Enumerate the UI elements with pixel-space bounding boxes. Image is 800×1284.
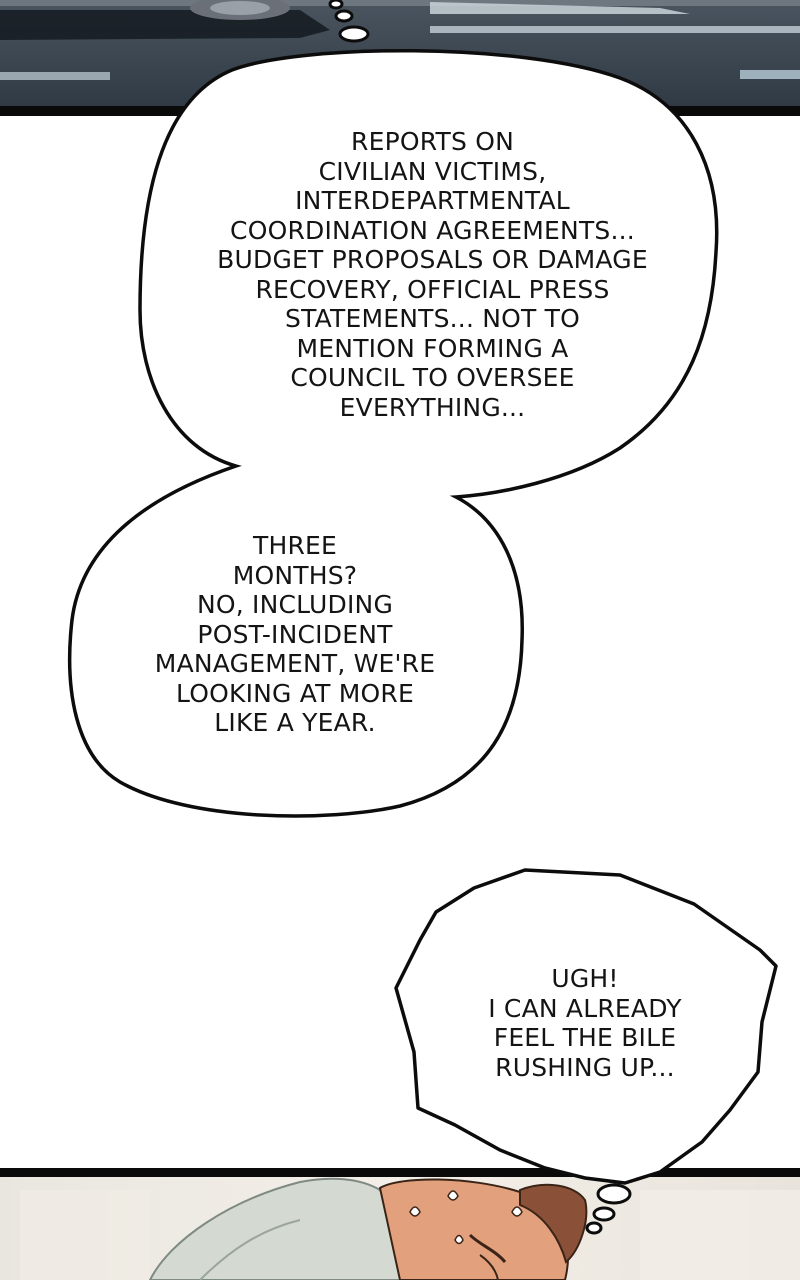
character-shirt [148,1177,422,1281]
thought-line: RUSHING UP... [495,1052,675,1082]
speech-line: REPORTS ON [351,127,514,156]
panel-border-bottom [0,1168,800,1177]
sweat-drop-2 [447,1190,459,1201]
speech-text-top: REPORTS ON CIVILIAN VICTIMS, INTERDEPART… [190,127,675,422]
thought-line: I CAN ALREADY [488,993,682,1023]
speech-line: BUDGET PROPOSALS OR DAMAGE [217,245,648,274]
speech-line: EVERYTHING... [339,392,526,422]
lane-marking-long [430,26,800,33]
speech-line: THREE [252,531,338,560]
speech-text-middle: THREE MONTHS? NO, INCLUDING POST-INCIDEN… [130,531,460,738]
thought-line: FEEL THE BILE [493,1023,677,1052]
speech-line: MENTION FORMING A [296,333,569,363]
speech-bubble-top [67,49,719,818]
speech-line: MANAGEMENT, WE'RE [154,649,436,678]
speech-line: POST-INCIDENT [197,619,393,649]
road-edge [0,0,800,6]
sweat-drop-3 [511,1206,523,1217]
character-hair [519,1183,588,1264]
speech-line: INTERDEPARTMENTAL [295,186,570,215]
speech-line: CIVILIAN VICTIMS, [318,156,547,186]
bottom-panel [0,1168,800,1281]
lane-marking-left [0,72,110,80]
lane-marking-right [740,70,800,79]
thought-bubble-bottom [394,868,778,1185]
speech-line: NO, INCLUDING [196,590,394,619]
sweat-drop-4 [454,1234,464,1245]
thought-text-bottom: UGH! I CAN ALREADY FEEL THE BILE RUSHING… [440,964,730,1082]
speech-line: LIKE A YEAR. [214,708,376,737]
speech-line: COUNCIL TO OVERSEE [290,363,575,392]
sweat-drop-1 [409,1206,421,1217]
speech-line: STATEMENTS... NOT TO [285,304,580,333]
speech-line: RECOVERY, OFFICIAL PRESS [255,274,610,304]
thought-trail-top [328,0,370,43]
speech-line: MONTHS? [232,560,358,590]
thought-trail-bottom [585,1183,632,1235]
lane-arrow [430,2,690,14]
speech-line: COORDINATION AGREEMENTS... [230,215,635,245]
speech-line: LOOKING AT MORE [176,678,414,708]
thought-line: UGH! [551,964,619,993]
